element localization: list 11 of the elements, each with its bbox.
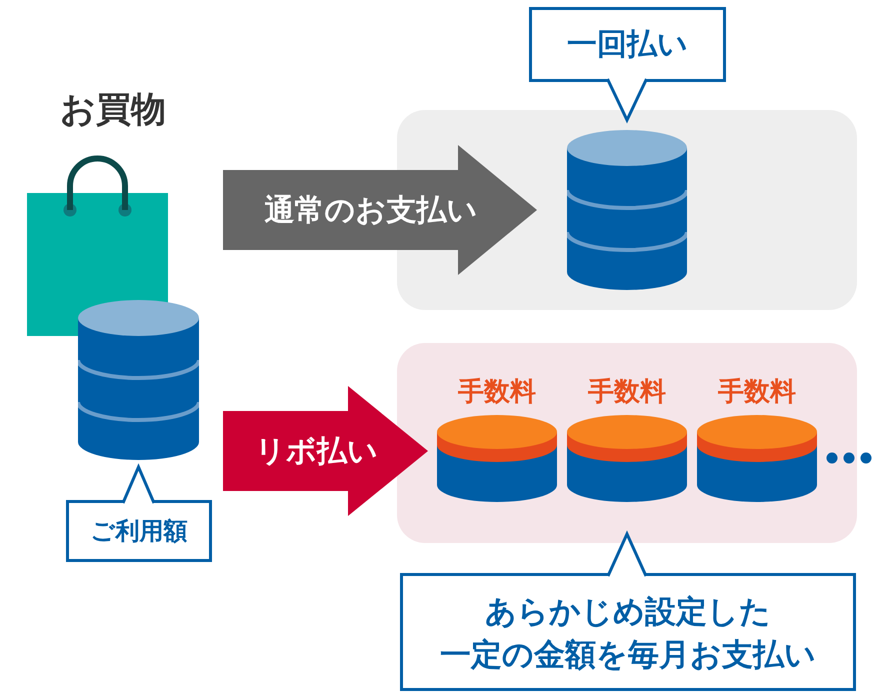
- callout-pointer: [122, 463, 156, 504]
- cylinder: [567, 130, 687, 290]
- label: 手数料: [587, 377, 667, 407]
- heading: お買物: [59, 89, 167, 132]
- callout-pointer: [606, 78, 648, 124]
- callout-pointer: [606, 530, 648, 578]
- label: 手数料: [457, 377, 537, 407]
- label: 手数料: [717, 377, 797, 407]
- panel: [397, 343, 857, 543]
- cylinder: [78, 300, 199, 460]
- speech-bubble: あらかじめ設定した一定の金額を毎月お支払い: [400, 573, 856, 691]
